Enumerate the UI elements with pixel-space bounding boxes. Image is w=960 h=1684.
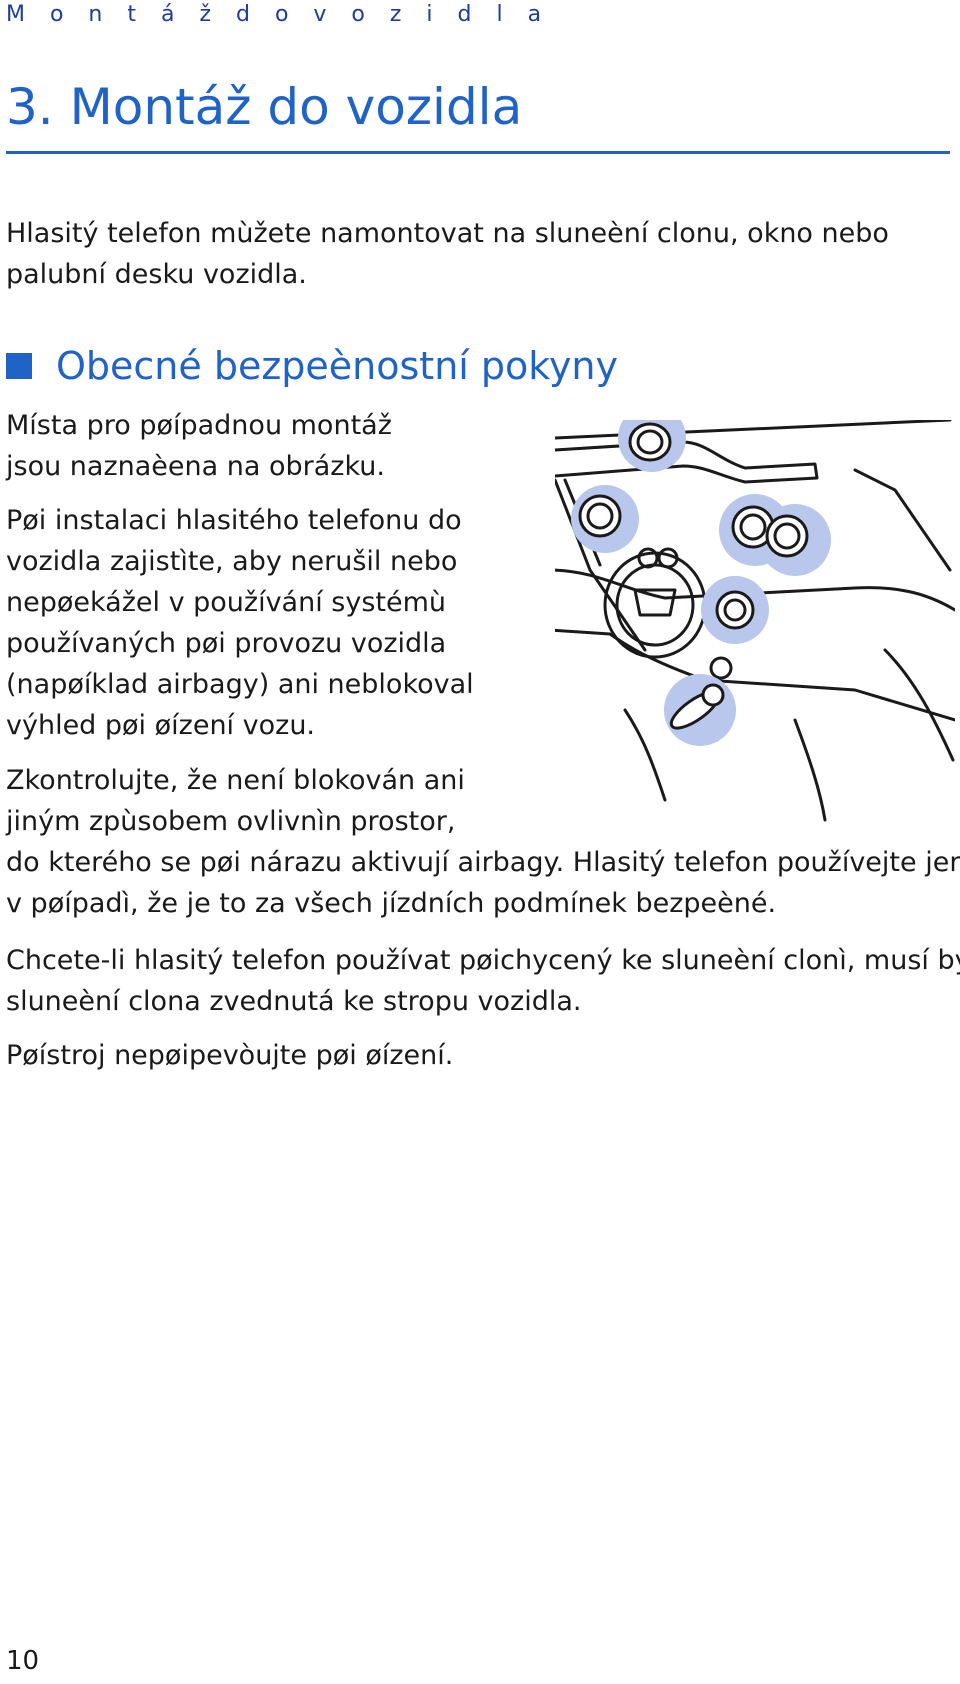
paragraph-line: vozidla zajistìte, aby nerušil nebo [6, 546, 458, 577]
mounting-positions [571, 420, 831, 746]
paragraph-line: nepøekážel v používání systémù [6, 587, 447, 618]
steering-wheel [603, 551, 707, 659]
paragraph-mounting-places: Místa pro pøípadnou montáž jsou naznaèen… [6, 405, 392, 487]
paragraph-installation: Pøi instalaci hlasitého telefonu do vozi… [6, 500, 474, 746]
intro-paragraph: Hlasitý telefon mùžete namontovat na slu… [6, 213, 889, 295]
sun-visor [555, 440, 819, 484]
paragraph-line: Zkontrolujte, že není blokován ani [6, 765, 465, 796]
section-heading: Obecné bezpeènostní pokyny [6, 344, 618, 388]
paragraph-line: Místa pro pøípadnou montáž [6, 410, 392, 441]
paragraph-line: Pøístroj nepøipevòujte pøi øízení. [6, 1040, 454, 1071]
paragraph-line: sluneèní clona zvednutá ke stropu vozidl… [6, 986, 582, 1017]
steering-hub [633, 588, 677, 617]
intro-line: palubní desku vozidla. [6, 259, 307, 290]
roof-line [555, 420, 952, 440]
steering-wheel-inner [615, 563, 695, 647]
gauge-right [657, 547, 679, 569]
paragraph-line: do kterého se pøi nárazu aktivují airbag… [6, 847, 960, 878]
dashboard-lower [555, 628, 955, 722]
running-header: M o n t á ž d o v o z i d l a [6, 2, 551, 27]
windscreen-right-edge [853, 468, 952, 572]
paragraph-airbags: Zkontrolujte, že není blokován ani jiným… [6, 760, 960, 924]
intro-line: Hlasitý telefon mùžete namontovat na slu… [6, 218, 889, 249]
paragraph-line: jiným zpùsobem ovlivnìn prostor, [6, 806, 456, 837]
paragraph-line: (napøíklad airbagy) ani neblokoval [6, 669, 474, 700]
paragraph-line: v pøípadì, že je to za všech jízdních po… [6, 888, 777, 919]
paragraph-sun-visor: Chcete-li hlasitý telefon používat pøich… [6, 940, 960, 1022]
paragraph-do-not-attach-while-driving: Pøístroj nepøipevòujte pøi øízení. [6, 1035, 453, 1076]
gauge-left [637, 547, 659, 569]
page-number: 10 [6, 1646, 40, 1676]
a-pillar-left [555, 478, 647, 652]
right-door [883, 648, 955, 762]
center-console [623, 708, 667, 802]
vehicle-mounting-illustration [555, 420, 955, 822]
chapter-rule [6, 151, 950, 154]
dashboard-top [555, 568, 955, 612]
paragraph-line: Pøi instalaci hlasitého telefonu do [6, 505, 462, 536]
chapter-title: 3. Montáž do vozidla [6, 78, 523, 136]
console-right [793, 718, 827, 822]
paragraph-line: jsou naznaèena na obrázku. [6, 451, 385, 482]
paragraph-line: výhled pøi øízení vozu. [6, 710, 316, 741]
paragraph-line: Chcete-li hlasitý telefon používat pøich… [6, 945, 960, 976]
paragraph-line: používaných pøi provozu vozidla [6, 628, 447, 659]
section-heading-text: Obecné bezpeènostní pokyny [56, 344, 619, 388]
section-square-icon [6, 353, 32, 379]
gear-knob [709, 656, 733, 680]
